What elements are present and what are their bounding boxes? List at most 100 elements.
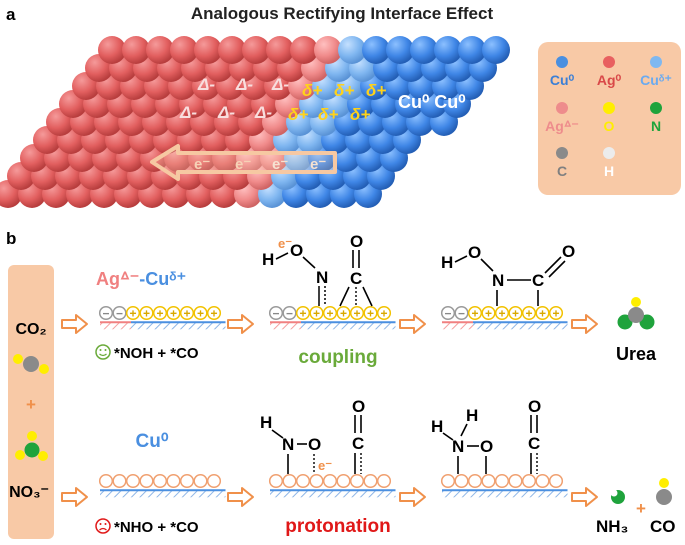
crystal-slab [0,36,510,208]
legend-swatch [603,56,615,68]
surface-site [376,305,392,321]
surface-site [206,305,222,321]
surface-site [125,305,141,321]
surface-site [494,473,510,489]
surface-charge: + [498,307,505,321]
coupling-label: coupling [298,347,377,368]
surface-charge: + [129,307,136,321]
s1-h: H [262,250,274,269]
b2-n: N [452,437,464,456]
surface-site [98,473,114,489]
slab-atom [434,36,462,64]
surface-site [494,305,510,321]
flow-arrow [227,487,254,507]
surface-site [295,305,311,321]
cu-surface-3 [440,473,568,498]
s2-c: C [532,271,544,290]
surface-site [440,473,456,489]
surface-site [521,473,537,489]
surface-site [179,473,195,489]
s2-o: O [468,243,481,262]
top-intermediates: *NOH + *CO [95,344,199,362]
delta-minus-3: Δ- [271,75,289,94]
slab-atom [146,36,174,64]
surface-site [179,305,195,321]
surface-site [295,473,311,489]
surface-charge: + [380,307,387,321]
agcu-surface-1: −−+++++++ [98,305,226,330]
s1-electron: e⁻ [278,236,292,251]
electron-1: e⁻ [194,156,210,173]
co-label: CO [650,517,676,536]
surface-site [336,473,351,489]
delta-plus-1: δ+ [302,81,322,100]
delta-plus-2: δ+ [334,81,354,100]
surface-site [193,473,208,489]
panel-a-title: Analogous Rectifying Interface Effect [191,4,494,23]
surface-charge: + [183,307,190,321]
no3-molecule [15,431,48,461]
surface-charge: + [170,307,177,321]
surface-charge: − [102,307,109,321]
electron-2: e⁻ [235,156,251,173]
agcu-surface-3: −−+++++++ [440,305,568,330]
slab-atom [458,36,486,64]
legend-label: Agᐞ⁻ [545,118,579,134]
surface-site [548,305,564,321]
legend-swatch [603,102,615,114]
s2-o2: O [562,242,575,261]
flow-arrow [571,487,598,507]
delta-minus-labels: Δ- Δ- Δ- Δ- Δ- Δ- [179,75,289,122]
co2-molecule [13,354,49,374]
surface-charge: + [197,307,204,321]
surface-site [535,305,550,321]
surface-site [152,473,168,489]
surface-charge: − [286,307,293,321]
delta-minus-1: Δ- [197,75,215,94]
surface-site [322,305,338,321]
surface-charge: − [458,307,465,321]
s1-o: O [290,241,303,260]
nh3-label: NH₃ [596,517,628,536]
protonation-label: protonation [285,516,391,537]
surface-site [166,473,181,489]
surface-site [336,305,351,321]
legend-label: Ag⁰ [597,72,622,88]
surface-site [322,473,338,489]
cu-surface-2 [268,473,396,498]
nh2oh-co-adsorbed: H H N O O C [431,397,541,474]
agcu-catalyst-label: Agᐞ⁻-Cuᵟ⁺ [96,269,186,289]
panel-b-letter: b [6,229,16,248]
surface-site [454,305,469,321]
surface-charge: − [272,307,279,321]
coupled-intermediate: H O N C O [441,242,575,306]
surface-site [467,305,483,321]
surface-site [139,473,154,489]
b2-h2: H [466,406,478,425]
surface-site [268,473,284,489]
delta-minus-4: Δ- [179,103,197,122]
electron-3: e⁻ [272,156,288,173]
surface-site [481,473,496,489]
delta-plus-4: δ+ [288,105,308,124]
surface-site [152,305,168,321]
surface-site [166,305,181,321]
cu-surface-1 [98,473,226,498]
s2-h: H [441,253,453,272]
smile-face-icon [95,344,111,360]
surface-site [112,473,127,489]
legend-label: C [557,163,567,179]
legend-swatch [556,56,568,68]
legend-label: H [604,163,614,179]
slab-atom [362,36,390,64]
cu0-catalyst-label: Cu⁰ [136,431,169,452]
panel-a-letter: a [6,5,16,24]
slab-atom [122,36,150,64]
surface-charge: + [471,307,478,321]
noh-co-adsorbed: e⁻ H O N O C [262,232,373,307]
surface-site [268,305,284,321]
surface-site [508,305,523,321]
surface-charge: + [326,307,333,321]
surface-site [440,305,456,321]
